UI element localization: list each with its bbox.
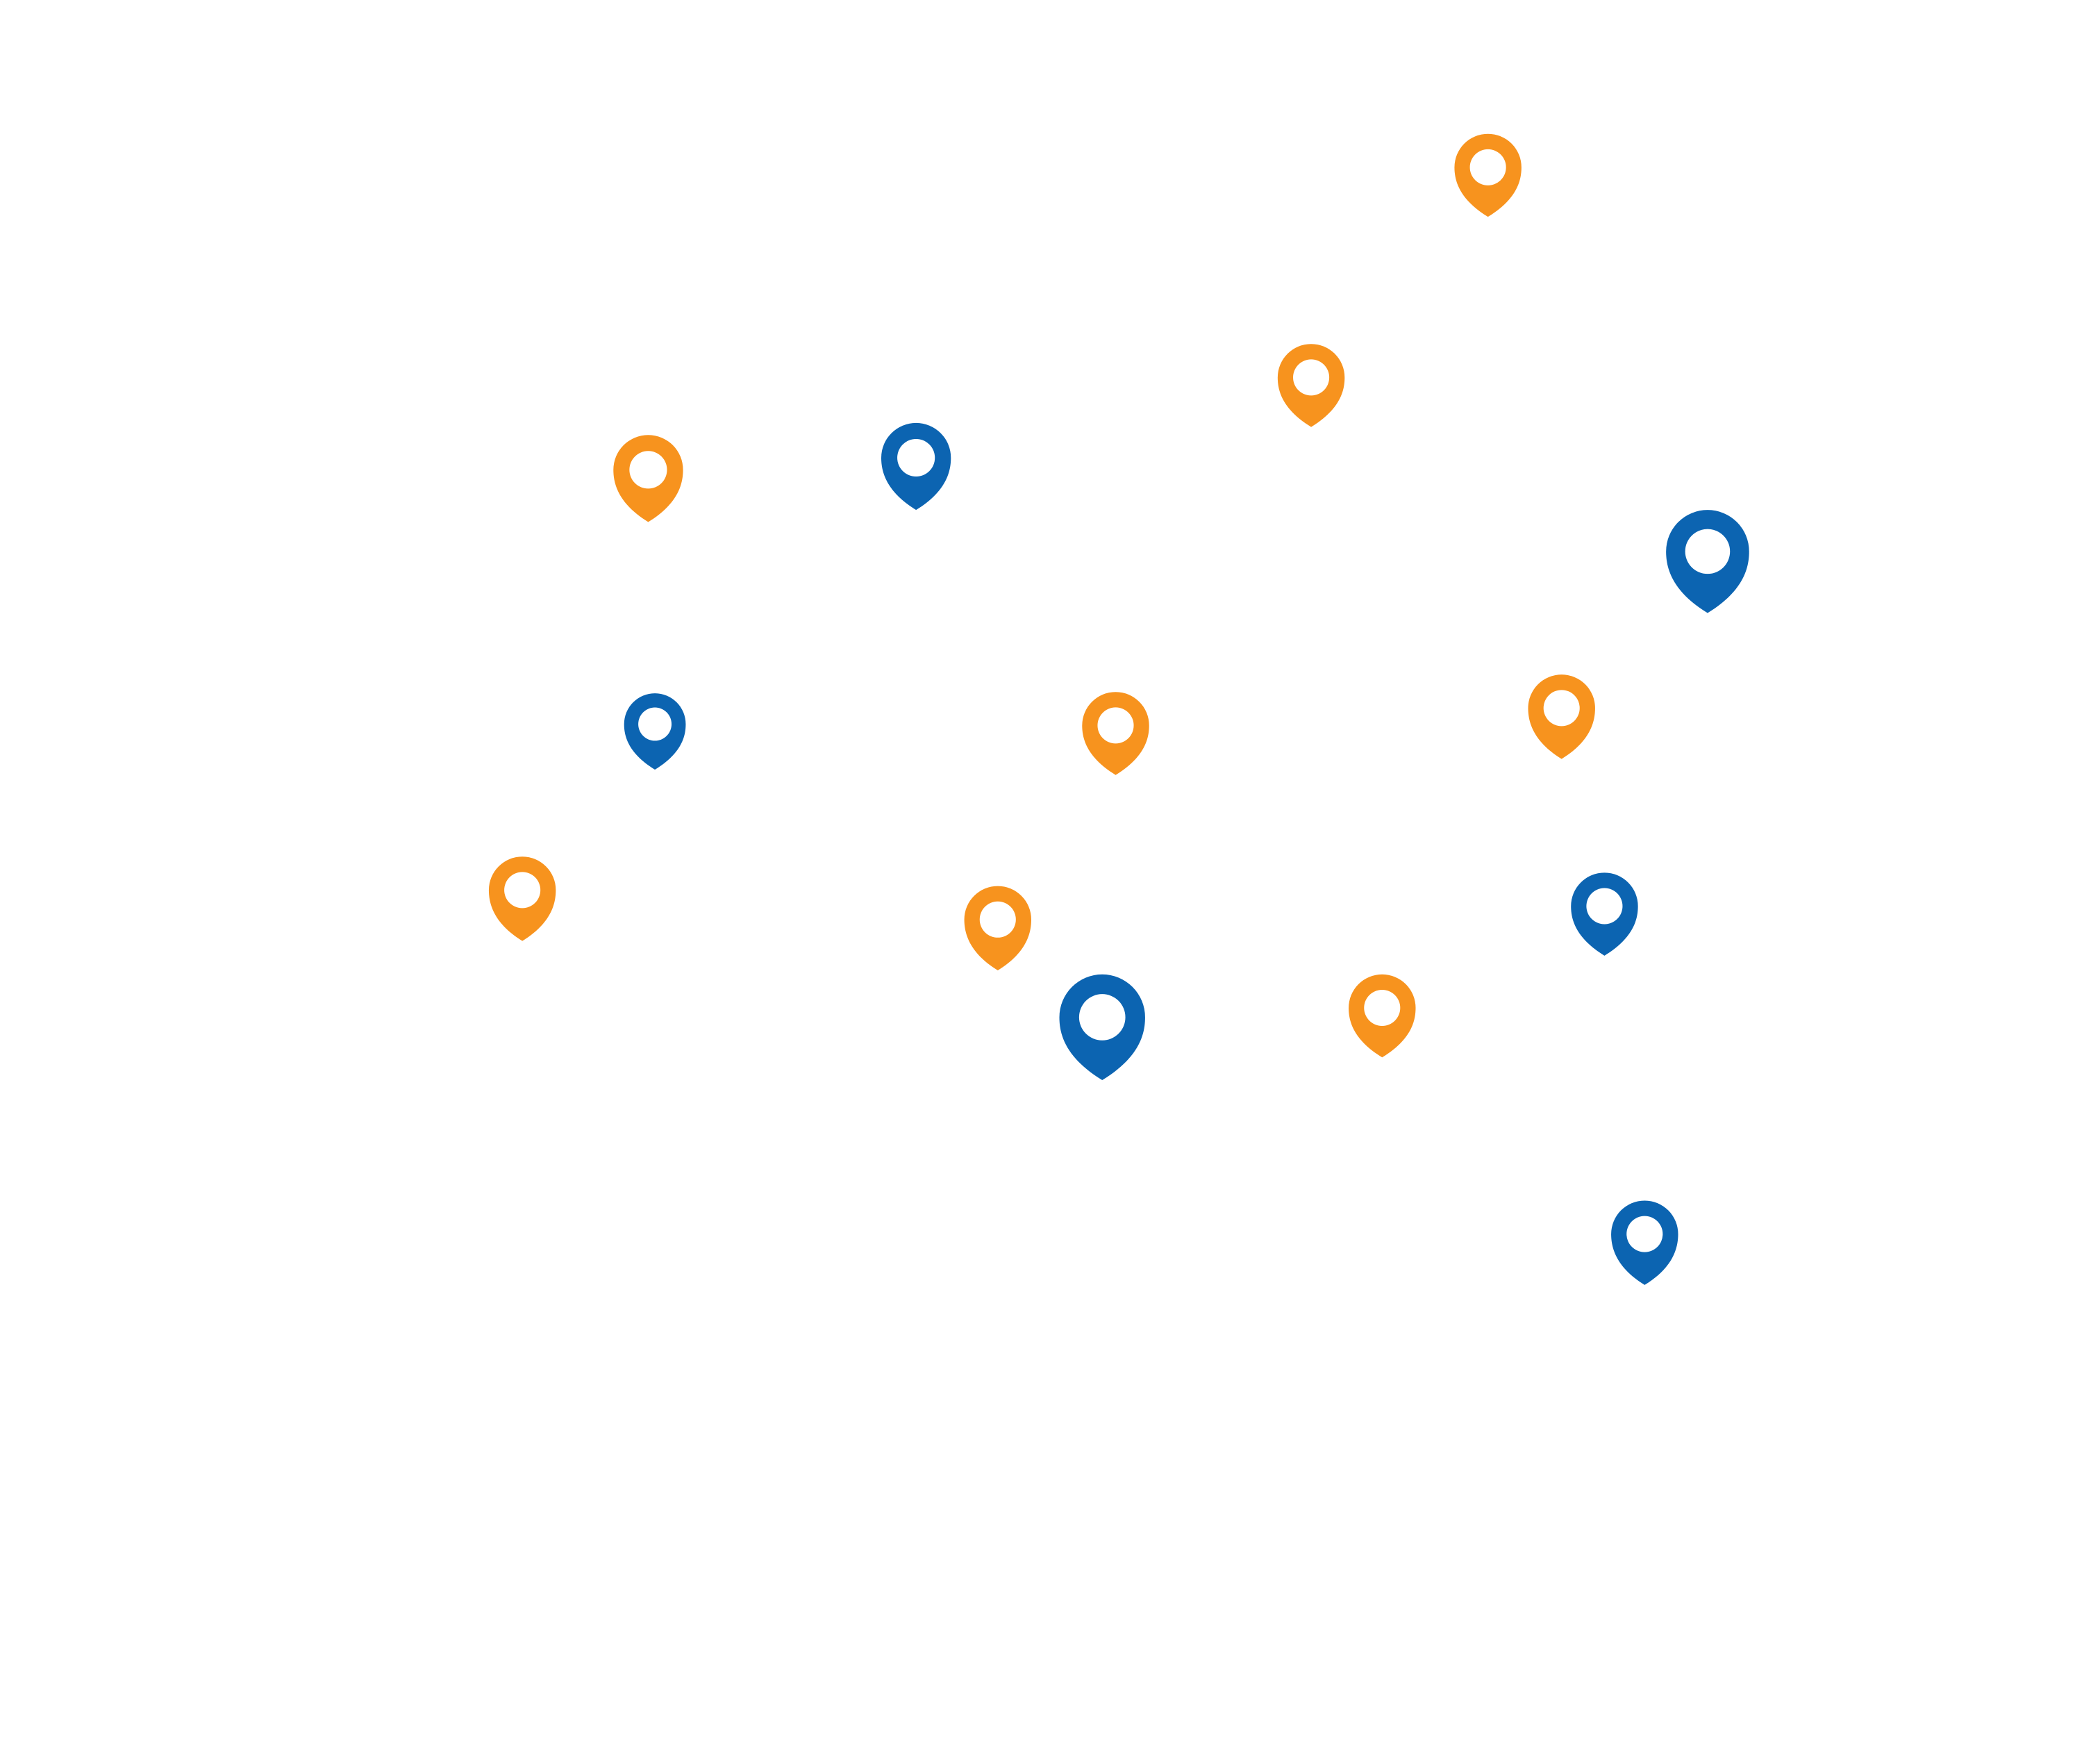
map-pin-orange[interactable] <box>613 435 683 522</box>
pin-hole <box>1469 149 1506 185</box>
map-pin-blue[interactable] <box>881 422 951 511</box>
pin-hole <box>504 872 541 909</box>
map-pin-orange[interactable] <box>1082 692 1149 775</box>
map-pin-blue[interactable] <box>1571 872 1638 956</box>
map-pin-orange[interactable] <box>488 856 556 941</box>
map-pin-blue[interactable] <box>1666 510 1749 613</box>
map-pin-blue[interactable] <box>624 693 686 770</box>
pin-hole <box>1364 989 1401 1026</box>
map-pin-orange[interactable] <box>1528 674 1595 759</box>
map-pin-orange[interactable] <box>1277 344 1345 427</box>
pin-hole <box>1543 690 1580 727</box>
pin-hole <box>1586 888 1623 925</box>
pin-hole <box>629 451 667 489</box>
map-pin-orange[interactable] <box>964 886 1031 971</box>
map-pin-blue[interactable] <box>1611 1200 1678 1285</box>
pin-hole <box>638 707 672 741</box>
map-pin-orange[interactable] <box>1454 133 1522 217</box>
pin-hole <box>1078 994 1126 1041</box>
pin-hole <box>1293 359 1330 396</box>
pin-hole <box>1626 1216 1663 1252</box>
map-pin-orange[interactable] <box>1349 974 1416 1058</box>
pin-hole <box>897 438 935 477</box>
map-pin-blue[interactable] <box>1059 974 1145 1081</box>
pin-hole <box>1685 529 1731 574</box>
pin-hole <box>979 901 1016 938</box>
pin-hole <box>1097 707 1134 744</box>
